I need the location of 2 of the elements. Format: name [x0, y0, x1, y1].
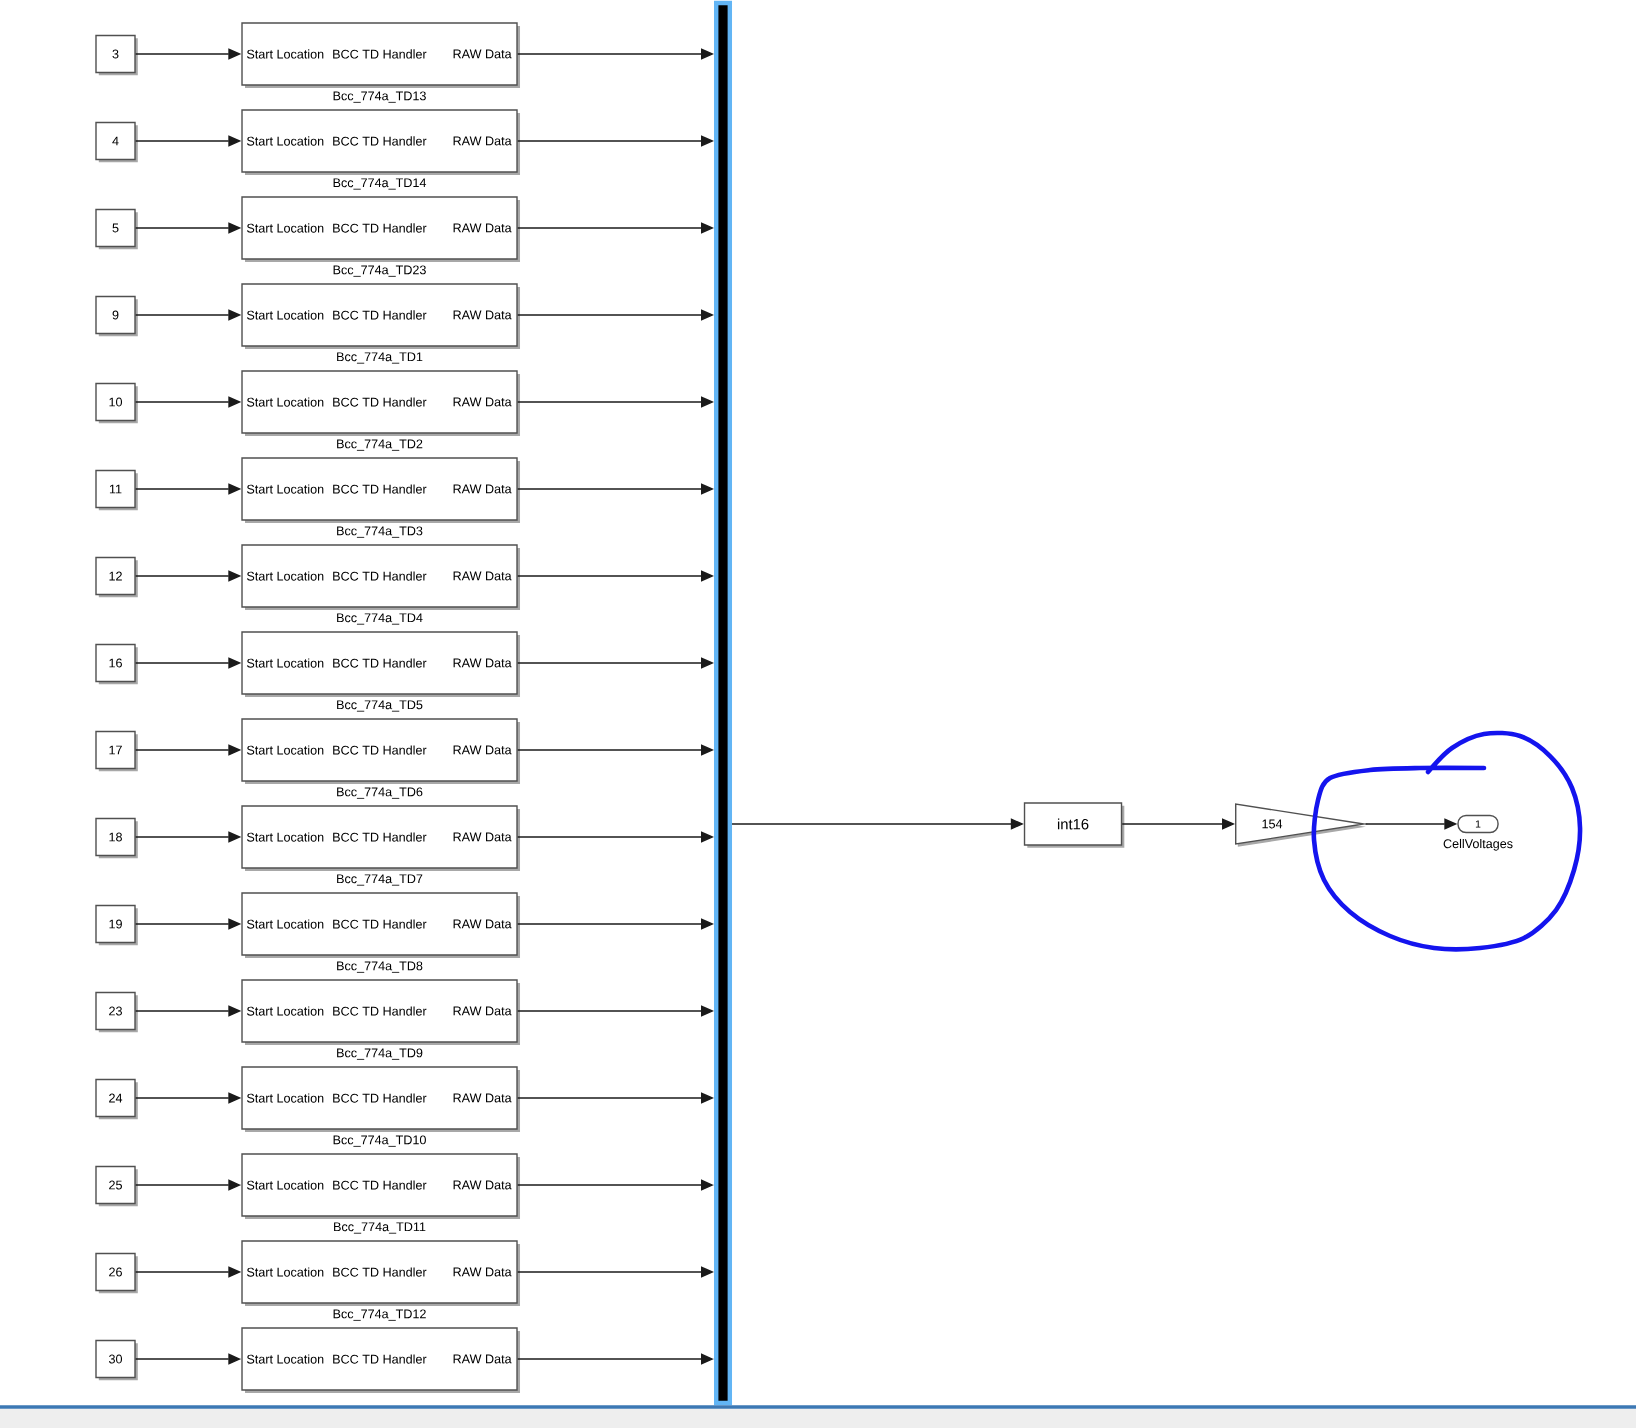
subsystem-block — [241, 1327, 520, 1393]
mux-bar — [714, 0, 733, 1406]
